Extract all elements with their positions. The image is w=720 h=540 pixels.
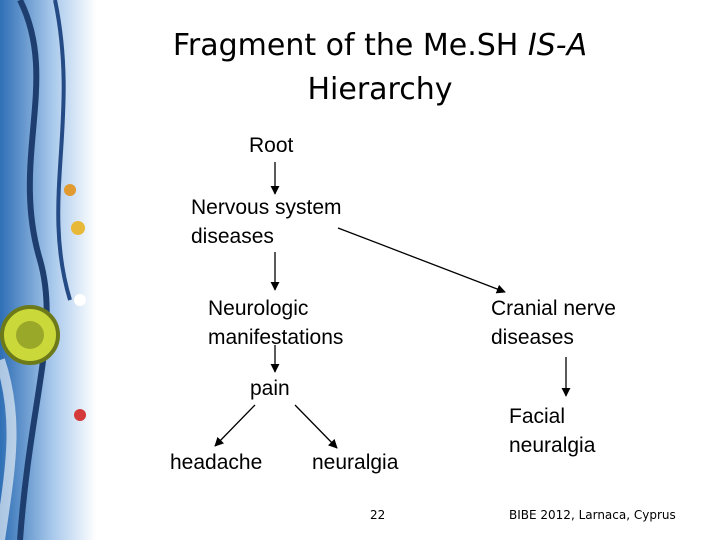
node-cranial-nerve-diseases: Cranial nerve diseases <box>491 297 616 349</box>
footer-text: BIBE 2012, Larnaca, Cyprus <box>509 508 676 522</box>
page-number: 22 <box>370 508 386 522</box>
title-italic: IS-A <box>527 28 588 63</box>
title-main: Fragment of the Me.SH <box>172 28 519 63</box>
edge-pain-neuralgia <box>294 404 338 449</box>
decorative-stethoscope-image <box>0 0 96 540</box>
slide-title-line-1: Fragment of the Me.SH IS-A <box>120 24 640 68</box>
node-pain: pain <box>250 377 290 400</box>
node-neuralgia: neuralgia <box>312 451 399 474</box>
slide-title-line-2: Hierarchy <box>307 72 453 107</box>
node-facial-neuralgia: Facial neuralgia <box>509 405 596 457</box>
edge-pain-headache <box>214 404 256 447</box>
edge-nervous-cranial <box>337 227 506 294</box>
node-root: Root <box>249 134 294 157</box>
node-neurologic-manifestations: Neurologic manifestations <box>208 297 344 349</box>
node-nervous-system-diseases: Nervous system diseases <box>191 196 342 248</box>
node-headache: headache <box>170 451 263 474</box>
